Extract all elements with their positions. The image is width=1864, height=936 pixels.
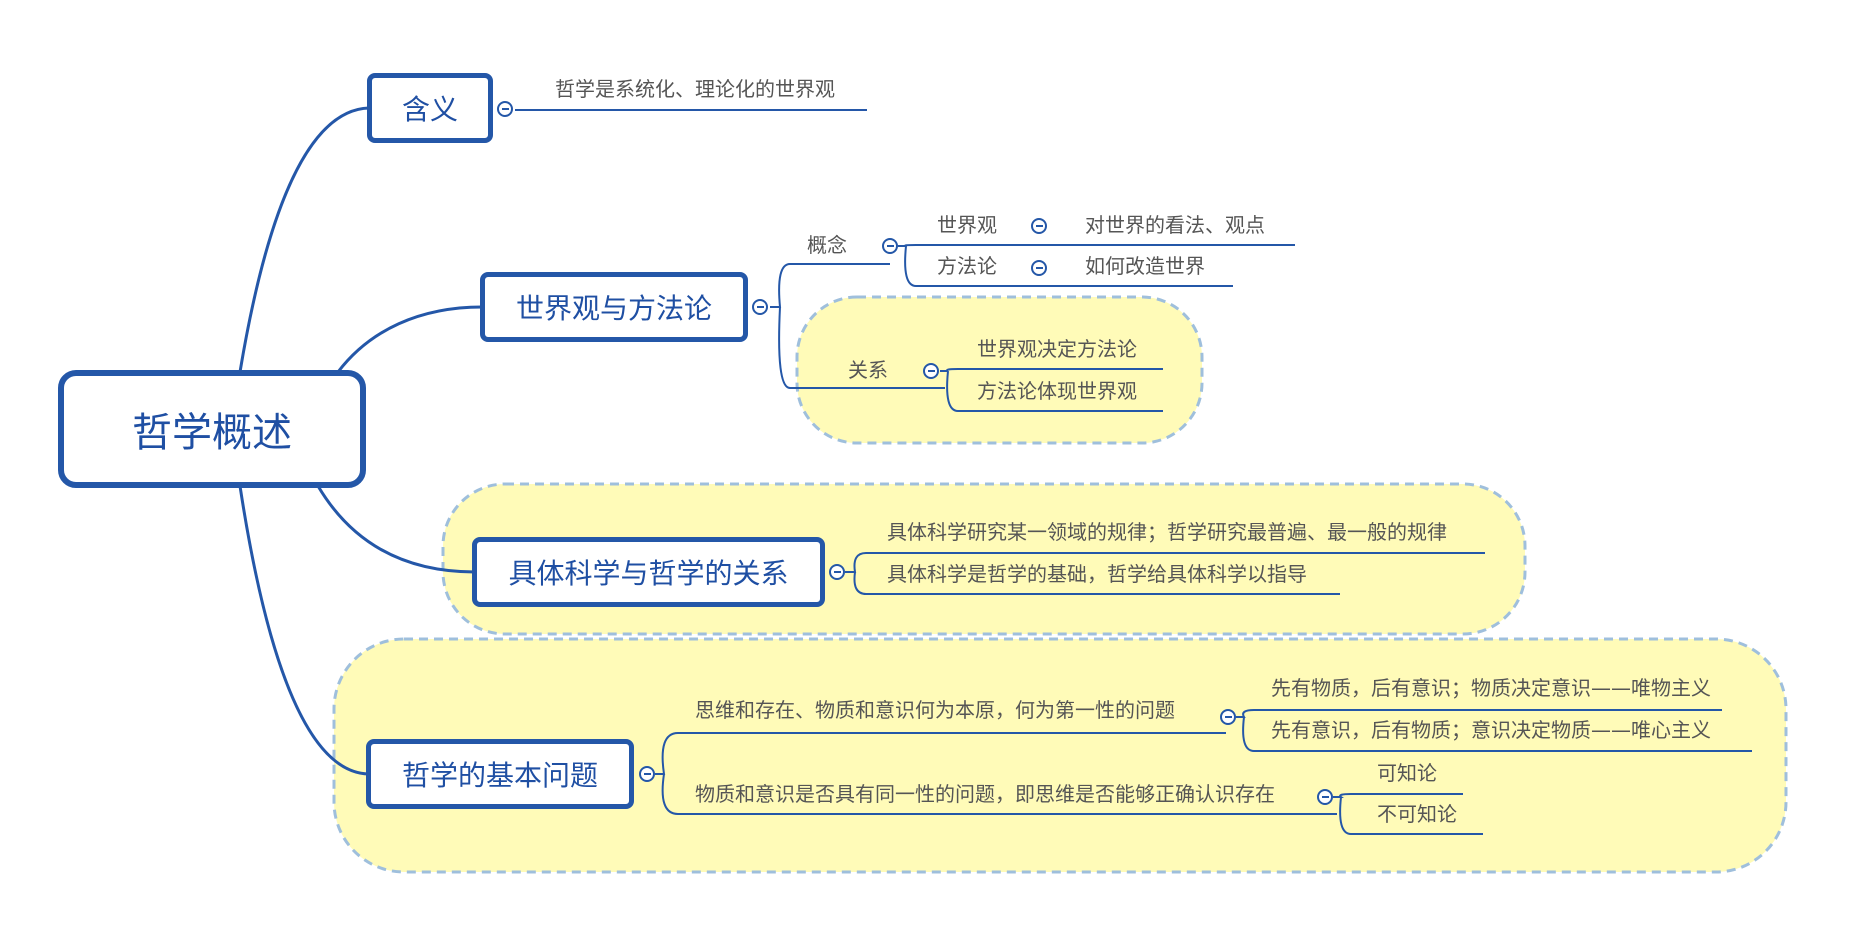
collapse-concept-button[interactable] (882, 238, 898, 254)
minus-icon (643, 773, 651, 775)
collapse-basic-question-button[interactable] (639, 766, 655, 782)
connector-root-worldview (336, 305, 483, 373)
knowability-answer[interactable]: 可知论 (1377, 761, 1437, 785)
relation-item-1[interactable]: 世界观决定方法论 (977, 337, 1137, 361)
minus-icon (756, 306, 764, 308)
minus-icon (833, 571, 841, 573)
topic-meaning[interactable]: 含义 (367, 73, 493, 143)
connector-question2-answers (1333, 793, 1483, 835)
connector-question1-answers (1236, 709, 1752, 752)
worldview-term[interactable]: 世界观 (937, 213, 997, 237)
connector-relation-children (940, 368, 1163, 412)
basic-question-1[interactable]: 思维和存在、物质和意识何为本原，何为第一性的问题 (695, 698, 1175, 722)
science-item-2[interactable]: 具体科学是哲学的基础，哲学给具体科学以指导 (887, 562, 1307, 586)
connector-science-children (845, 552, 1485, 595)
connector-root-basic (238, 485, 370, 776)
meaning-item[interactable]: 哲学是系统化、理论化的世界观 (555, 77, 835, 101)
connector-root-science (316, 485, 476, 574)
materialism-answer[interactable]: 先有物质，后有意识；物质决定意识——唯物主义 (1271, 676, 1711, 700)
topic-science-philosophy[interactable]: 具体科学与哲学的关系 (472, 537, 825, 607)
concept-label[interactable]: 概念 (807, 233, 847, 257)
topic-basic-question[interactable]: 哲学的基本问题 (366, 739, 634, 809)
connector-concept-children (898, 244, 1295, 287)
topic-science-philosophy-label: 具体科学与哲学的关系 (508, 557, 789, 590)
topic-meaning-label: 含义 (401, 93, 458, 126)
relation-label[interactable]: 关系 (848, 358, 888, 382)
connector-worldview-children (770, 263, 945, 389)
minus-icon (927, 370, 935, 372)
minus-icon (1321, 796, 1329, 798)
minus-icon (1035, 225, 1043, 227)
topic-basic-question-label: 哲学的基本问题 (401, 759, 598, 792)
collapse-question2-button[interactable] (1317, 789, 1333, 805)
collapse-question1-button[interactable] (1220, 709, 1236, 725)
idealism-answer[interactable]: 先有意识，后有物质；意识决定物质——唯心主义 (1271, 718, 1711, 742)
collapse-relation-button[interactable] (923, 363, 939, 379)
collapse-meaning-button[interactable] (497, 101, 513, 117)
science-item-1[interactable]: 具体科学研究某一领域的规律；哲学研究最普遍、最一般的规律 (887, 520, 1447, 544)
minus-icon (1224, 716, 1232, 718)
topic-worldview-methodology[interactable]: 世界观与方法论 (480, 272, 748, 342)
methodology-definition[interactable]: 如何改造世界 (1085, 254, 1205, 278)
minus-icon (501, 108, 509, 110)
root-topic-label: 哲学概述 (132, 410, 292, 456)
collapse-worldview-button[interactable] (752, 299, 768, 315)
collapse-science-button[interactable] (829, 564, 845, 580)
minus-icon (886, 245, 894, 247)
collapse-worldview-term-button[interactable] (1031, 218, 1047, 234)
relation-item-2[interactable]: 方法论体现世界观 (977, 379, 1137, 403)
minus-icon (1035, 267, 1043, 269)
topic-worldview-methodology-label: 世界观与方法论 (515, 292, 712, 325)
worldview-definition[interactable]: 对世界的看法、观点 (1085, 213, 1265, 237)
connector-basic-children (655, 732, 1337, 815)
collapse-methodology-term-button[interactable] (1031, 260, 1047, 276)
connector-root-meaning (238, 106, 370, 373)
unknowability-answer[interactable]: 不可知论 (1377, 802, 1457, 826)
methodology-term[interactable]: 方法论 (937, 254, 997, 278)
root-topic[interactable]: 哲学概述 (58, 370, 366, 488)
basic-question-2[interactable]: 物质和意识是否具有同一性的问题，即思维是否能够正确认识存在 (695, 782, 1275, 806)
